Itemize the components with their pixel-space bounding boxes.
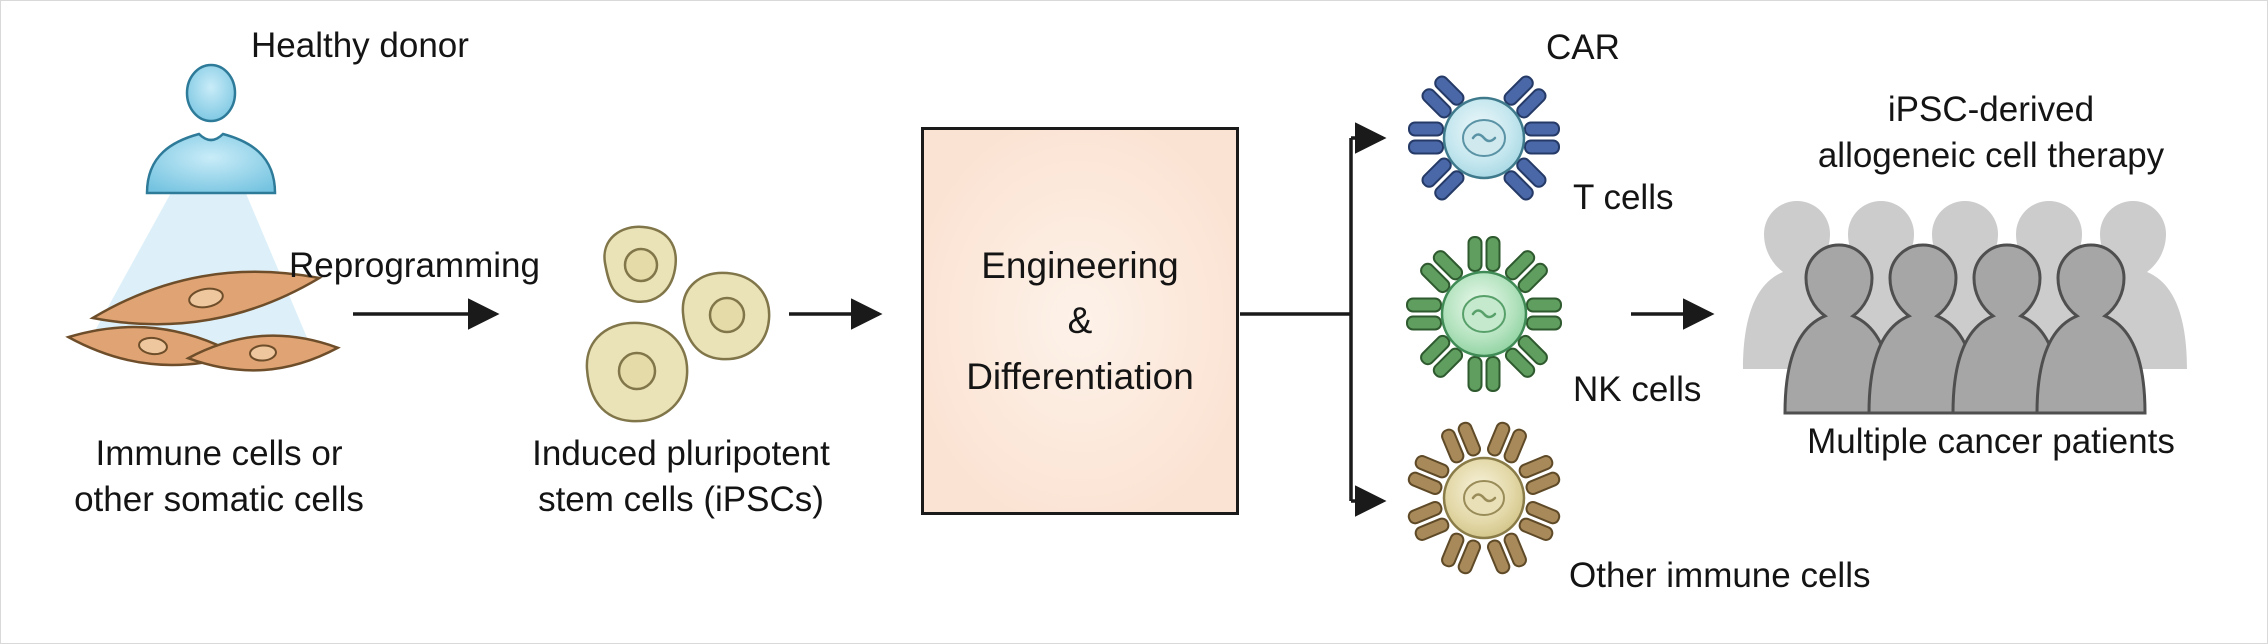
therapy-title-label: iPSC-derived allogeneic cell therapy (1817, 90, 2165, 175)
t-cells-label: T cells (1573, 178, 1674, 217)
somatic-cells-icon (65, 270, 341, 372)
reprogramming-label: Reprogramming (289, 246, 540, 285)
engineering-box-label: Engineering & Differentiation (966, 244, 1194, 397)
engineering-box: Engineering & Differentiation (921, 127, 1239, 515)
car-nk-cell-icon (1406, 236, 1562, 392)
car-label: CAR (1546, 28, 1620, 67)
donor-figure-icon (145, 63, 277, 195)
other-immune-cells-label: Other immune cells (1569, 556, 1871, 595)
nk-cells-label: NK cells (1573, 370, 1702, 409)
ipsc-cluster-icon (585, 225, 771, 423)
patients-crowd-icon (1743, 201, 2187, 415)
branch-connector (1240, 122, 1387, 517)
ipsc-label: Induced pluripotent stem cells (iPSCs) (532, 434, 830, 519)
somatic-cells-label: Immune cells or other somatic cells (74, 434, 364, 519)
healthy-donor-label: Healthy donor (251, 26, 469, 65)
car-t-cell-icon (1408, 73, 1560, 203)
patients-label: Multiple cancer patients (1807, 422, 2175, 461)
other-immune-cell-icon (1405, 419, 1563, 577)
